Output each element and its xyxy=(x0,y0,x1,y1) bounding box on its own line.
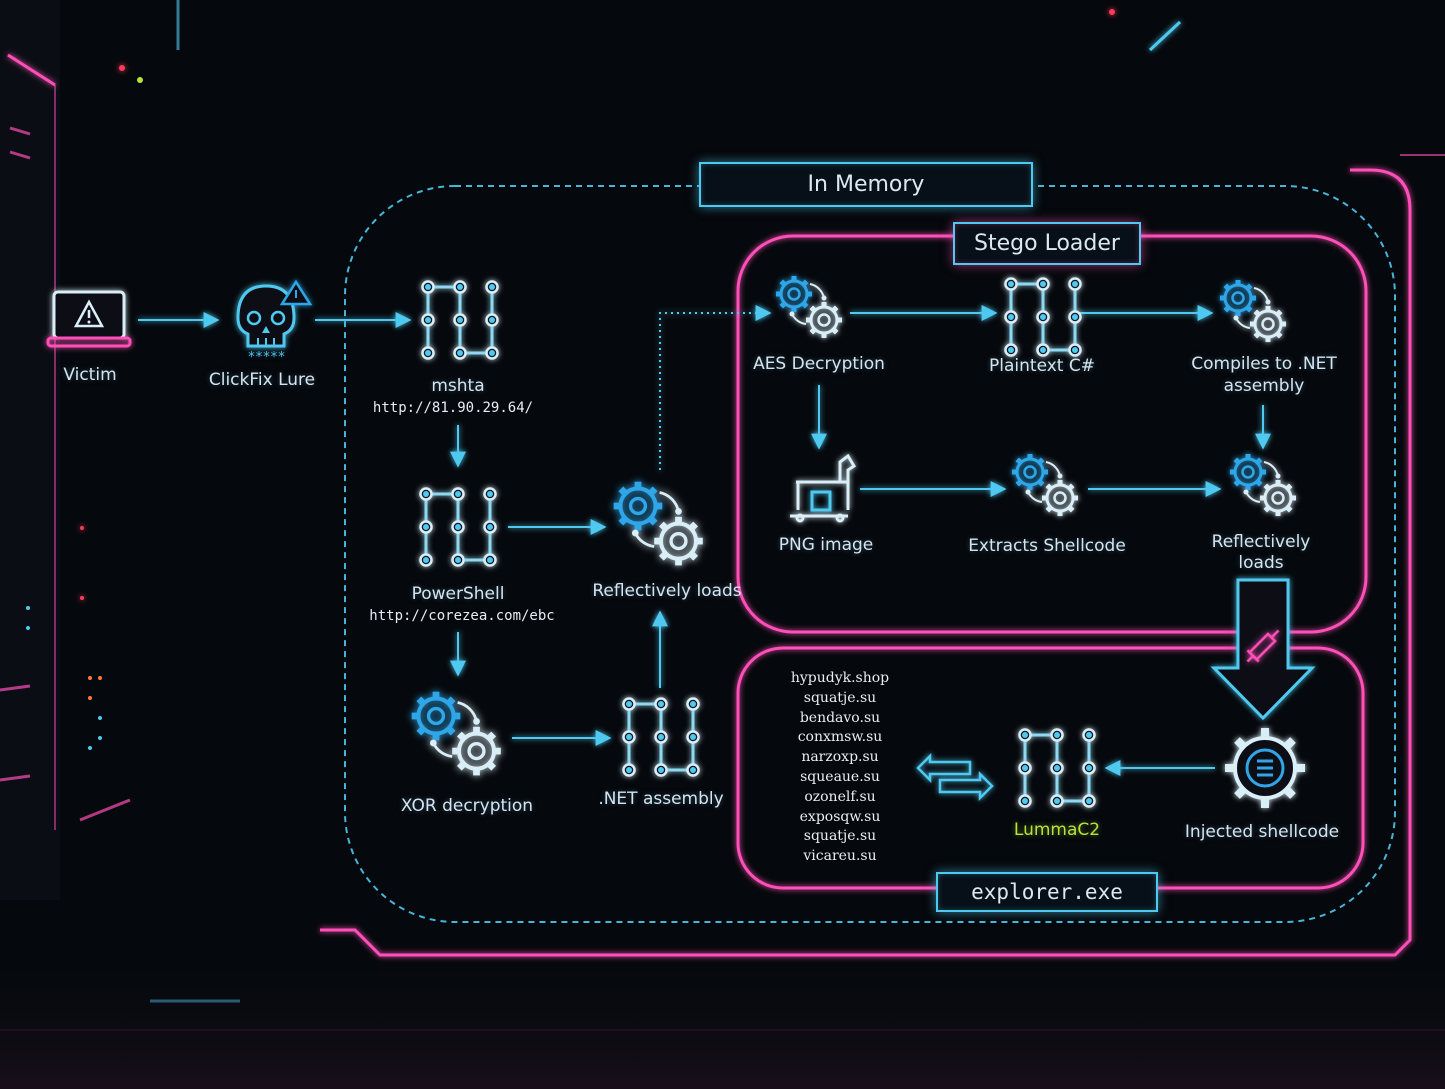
aes-label: AES Decryption xyxy=(753,354,885,374)
outer-frame xyxy=(320,168,1412,957)
c2-domain: hypudyk.shop xyxy=(790,670,890,686)
trojan-horse-icon xyxy=(790,453,857,523)
victim-label: Victim xyxy=(63,365,117,385)
arrow-reflect-aes xyxy=(659,305,772,470)
compiles-label-1: Compiles to .NET xyxy=(1191,354,1337,374)
reflect-left-label: Reflectively loads xyxy=(592,581,742,601)
c2-domain: squatje.su xyxy=(803,828,877,845)
xor-label: XOR decryption xyxy=(400,796,534,816)
reflect-right-label-2: loads xyxy=(1238,553,1284,573)
c2-domain: exposqw.su xyxy=(799,808,881,825)
powershell-label: PowerShell xyxy=(411,584,505,604)
powershell-url: http://corezea.com/ebc xyxy=(369,608,555,624)
extracts-label: Extracts Shellcode xyxy=(968,536,1126,556)
flow-arrows xyxy=(138,305,1271,776)
c2-domain: conxmsw.su xyxy=(797,729,883,746)
stego-loader-title: Stego Loader xyxy=(953,222,1141,265)
c2-domain: bendavo.su xyxy=(799,709,881,726)
in-memory-title: In Memory xyxy=(699,162,1033,207)
clickfix-label: ClickFix Lure xyxy=(208,370,316,390)
lummac2-label: LummaC2 xyxy=(1013,820,1101,840)
in-memory-boundary xyxy=(344,185,1396,923)
laptop-warning-icon xyxy=(46,290,132,348)
c2-domain-list: hypudyk.shop squatje.su bendavo.su conxm… xyxy=(790,669,890,867)
png-label: PNG image xyxy=(778,535,874,555)
clickfix-stars: ***** xyxy=(248,350,286,365)
c2-domain: narzoxp.su xyxy=(801,749,879,766)
mshta-label: mshta xyxy=(431,376,485,396)
c2-domain: vicareu.su xyxy=(803,848,877,865)
mshta-url: http://81.90.29.64/ xyxy=(372,400,534,416)
c2-domain: squatje.su xyxy=(803,689,877,706)
injected-shellcode-label: Injected shellcode xyxy=(1184,822,1340,842)
syringe-icon xyxy=(1246,629,1280,663)
injection-arrow xyxy=(1210,578,1316,721)
plaintext-label: Plaintext C# xyxy=(989,356,1095,376)
skull-icon xyxy=(236,279,313,348)
gear-shellcode-icon xyxy=(1225,728,1305,808)
explorer-exe-title: explorer.exe xyxy=(936,872,1158,912)
c2-domain: ozonelf.su xyxy=(804,788,876,805)
c2-domain: squeaue.su xyxy=(800,768,880,785)
reflect-right-label-1: Reflectively xyxy=(1211,532,1311,552)
compiles-label-2: assembly xyxy=(1223,376,1305,396)
bidirectional-arrows-icon xyxy=(916,752,994,802)
dotnet-label: .NET assembly xyxy=(598,789,724,809)
